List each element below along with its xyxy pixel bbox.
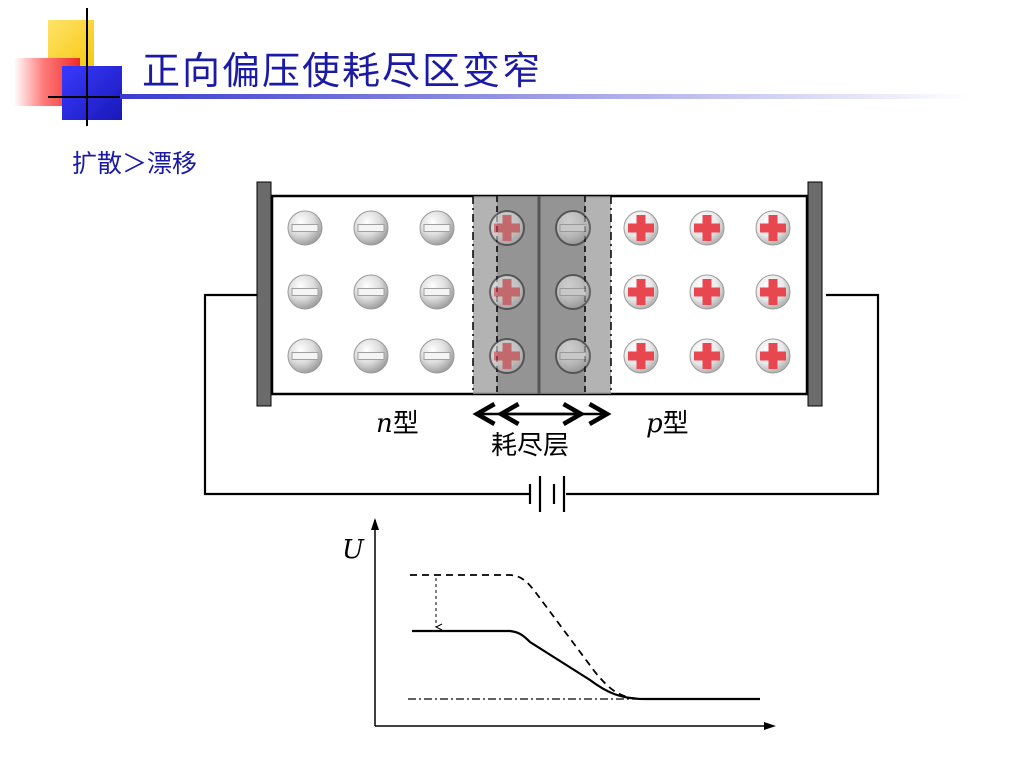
- plus-ion: [623, 274, 659, 310]
- minus-ion: [419, 274, 455, 310]
- subtitle-diffusion-vs-drift: 扩散＞漂移: [72, 149, 198, 178]
- minus-ion: [555, 338, 591, 374]
- plus-ion: [755, 210, 791, 246]
- graph-y-label: U: [342, 535, 365, 565]
- minus-ion: [419, 338, 455, 374]
- plus-ion: [755, 274, 791, 310]
- circuit-wire: [203, 293, 880, 496]
- deco-vertical-line: [86, 8, 88, 126]
- minus-ion: [419, 210, 455, 246]
- plus-ion: [689, 338, 725, 374]
- title-underline: [120, 94, 970, 99]
- plus-ion: [489, 210, 525, 246]
- n-type-label: n型: [376, 409, 419, 439]
- minus-ion: [555, 274, 591, 310]
- graph-equilibrium-curve: [410, 574, 760, 700]
- plus-ion: [623, 210, 659, 246]
- ion-grid: [287, 210, 791, 374]
- minus-ion: [287, 210, 323, 246]
- minus-ion: [353, 338, 389, 374]
- plus-ion: [689, 274, 725, 310]
- deco-horizontal-line: [48, 96, 128, 98]
- right-electrode: [807, 181, 823, 407]
- minus-ion: [287, 274, 323, 310]
- minus-ion: [555, 210, 591, 246]
- page-title: 正向偏压使耗尽区变窄: [142, 49, 543, 93]
- potential-graph: U: [342, 518, 776, 730]
- plus-ion: [489, 338, 525, 374]
- depletion-layer-label: 耗尽层: [491, 431, 569, 461]
- plus-ion: [755, 338, 791, 374]
- minus-ion: [287, 338, 323, 374]
- left-electrode: [256, 181, 272, 407]
- graph-forward-bias-curve: [412, 629, 760, 701]
- minus-ion: [353, 274, 389, 310]
- plus-ion: [623, 338, 659, 374]
- plus-ion: [489, 274, 525, 310]
- p-type-label: p型: [646, 409, 689, 439]
- minus-ion: [353, 210, 389, 246]
- plus-ion: [689, 210, 725, 246]
- battery-icon: [528, 476, 566, 512]
- deco-blue-square: [62, 66, 122, 120]
